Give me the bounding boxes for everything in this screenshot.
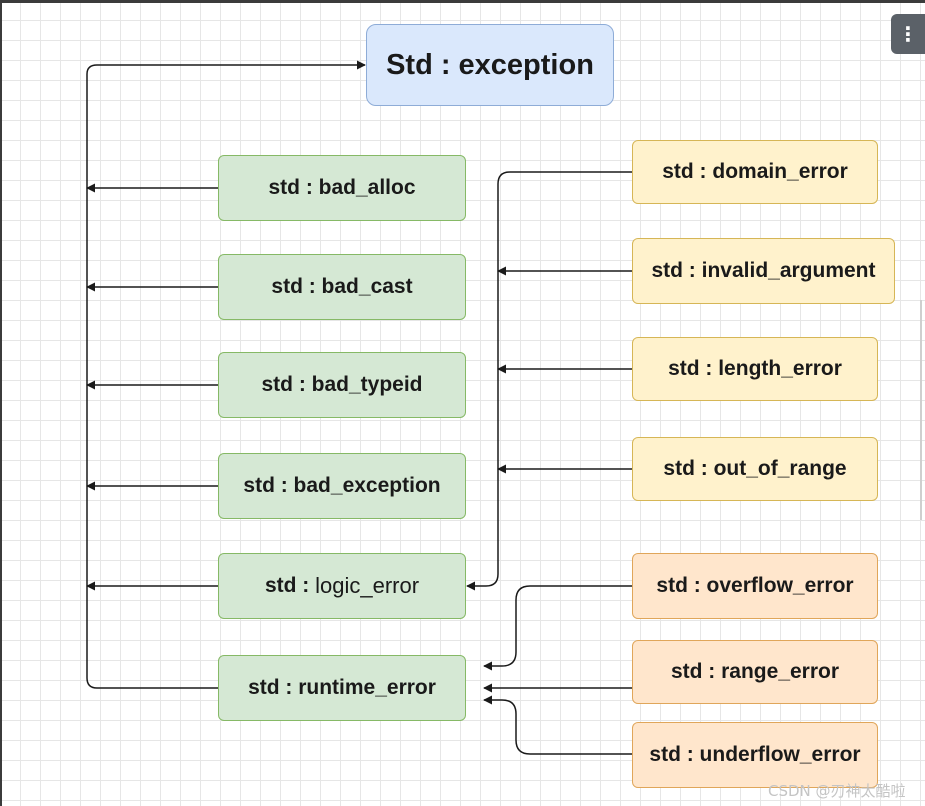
node-runtime-error[interactable]: std : runtime_error: [218, 655, 466, 721]
edge-domain-error-to-logic-error: [466, 171, 632, 591]
node-bad-alloc-label: std : bad_alloc: [268, 176, 416, 199]
node-bad-cast-label: std : bad_cast: [271, 275, 413, 298]
frame-left-border: [0, 0, 2, 806]
watermark: CSDN @刃神太酷啦: [768, 782, 906, 800]
node-logic-error-prefix: std :: [264, 574, 316, 597]
frame-top-border: [0, 0, 925, 3]
node-length-error-label: std : length_error: [668, 357, 842, 380]
node-std-exception[interactable]: Std : exception: [366, 24, 614, 106]
edge-underflow-error-to-runtime-error: [483, 695, 632, 755]
node-bad-alloc[interactable]: std : bad_alloc: [218, 155, 466, 221]
node-bad-exception-label: std : bad_exception: [243, 474, 441, 497]
node-logic-error[interactable]: std : logic_error: [218, 553, 466, 619]
node-bad-typeid[interactable]: std : bad_typeid: [218, 352, 466, 418]
more-vertical-icon: ⋮: [898, 23, 918, 46]
node-domain-error-label: std : domain_error: [662, 160, 848, 183]
node-out-of-range-label: std : out_of_range: [663, 457, 847, 480]
node-domain-error[interactable]: std : domain_error: [632, 140, 878, 204]
frame-right-edge: [920, 300, 922, 520]
node-underflow-error[interactable]: std : underflow_error: [632, 722, 878, 788]
node-runtime-error-label: std : runtime_error: [248, 676, 436, 699]
edge-overflow-error-to-runtime-error: [483, 585, 632, 671]
node-out-of-range[interactable]: std : out_of_range: [632, 437, 878, 501]
node-length-error[interactable]: std : length_error: [632, 337, 878, 401]
node-overflow-error-label: std : overflow_error: [656, 574, 854, 597]
node-range-error[interactable]: std : range_error: [632, 640, 878, 704]
node-bad-cast[interactable]: std : bad_cast: [218, 254, 466, 320]
node-range-error-label: std : range_error: [670, 660, 840, 683]
node-invalid-argument-label: std : invalid_argument: [651, 259, 876, 282]
more-options-button[interactable]: ⋮: [891, 14, 925, 54]
node-invalid-argument[interactable]: std : invalid_argument: [632, 238, 895, 304]
node-underflow-error-label: std : underflow_error: [649, 743, 861, 766]
edge-runtime-error-to-exception: [86, 60, 366, 689]
node-overflow-error[interactable]: std : overflow_error: [632, 553, 878, 619]
node-bad-typeid-label: std : bad_typeid: [261, 373, 423, 396]
node-logic-error-label: logic_error: [315, 573, 420, 598]
node-std-exception-label: Std : exception: [386, 48, 594, 81]
node-bad-exception[interactable]: std : bad_exception: [218, 453, 466, 519]
